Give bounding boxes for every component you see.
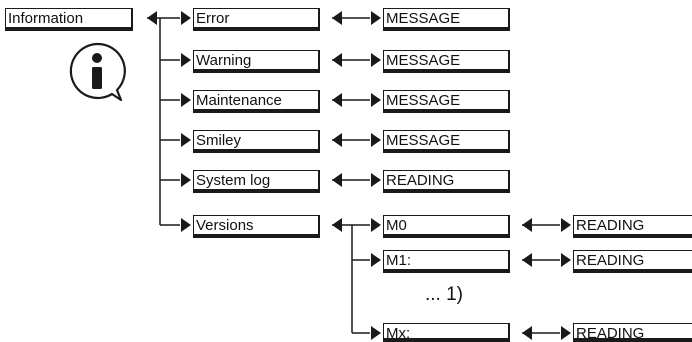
arrow-left-m1 xyxy=(522,253,532,267)
reading-label: READING xyxy=(576,252,645,269)
arrow-left-root xyxy=(147,11,157,25)
arrow-right-m1 xyxy=(371,253,381,267)
version-item-m1[interactable]: M1: xyxy=(383,250,510,273)
root-label: Information xyxy=(8,10,84,27)
reading-box-m0[interactable]: READING xyxy=(573,215,692,238)
menu-item-label: System log xyxy=(196,172,271,189)
menu-item-label: Maintenance xyxy=(196,92,282,109)
arrow-left-maintenance xyxy=(332,93,342,107)
target-box-system-log[interactable]: READING xyxy=(383,170,510,193)
arrow-right-m1-reading xyxy=(561,253,571,267)
arrow-left-warning xyxy=(332,53,342,67)
version-label: M0 xyxy=(386,217,407,234)
menu-item-system-log[interactable]: System log xyxy=(193,170,320,193)
root-information-box[interactable]: Information xyxy=(5,8,133,31)
arrow-right-m0 xyxy=(371,218,381,232)
target-label: READING xyxy=(386,172,455,189)
target-box-smiley[interactable]: MESSAGE xyxy=(383,130,510,153)
ellipsis-footnote: ... 1) xyxy=(425,284,464,305)
target-box-maintenance[interactable]: MESSAGE xyxy=(383,90,510,113)
arrow-right-error xyxy=(181,11,191,25)
target-label: MESSAGE xyxy=(386,10,461,27)
reading-box-m1[interactable]: READING xyxy=(573,250,692,273)
arrow-right-warning-target xyxy=(371,53,381,67)
arrow-left-m0 xyxy=(522,218,532,232)
arrow-right-system-log xyxy=(181,173,191,187)
arrow-right-warning xyxy=(181,53,191,67)
menu-item-warning[interactable]: Warning xyxy=(193,50,320,73)
target-label: MESSAGE xyxy=(386,132,461,149)
menu-item-error[interactable]: Error xyxy=(193,8,320,31)
arrow-left-versions xyxy=(332,218,342,232)
menu-item-label: Smiley xyxy=(196,132,242,149)
menu-item-smiley[interactable]: Smiley xyxy=(193,130,320,153)
menu-item-label: Versions xyxy=(196,217,254,234)
target-label: MESSAGE xyxy=(386,92,461,109)
menu-item-label: Error xyxy=(196,10,230,27)
target-label: MESSAGE xyxy=(386,52,461,69)
arrow-right-m0-reading xyxy=(561,218,571,232)
target-box-warning[interactable]: MESSAGE xyxy=(383,50,510,73)
arrow-left-smiley xyxy=(332,133,342,147)
version-label: Mx: xyxy=(386,325,411,342)
arrow-right-maintenance-target xyxy=(371,93,381,107)
reading-label: READING xyxy=(576,325,645,342)
menu-item-label: Warning xyxy=(196,52,252,69)
info-icon xyxy=(69,42,126,102)
arrowheads xyxy=(147,11,571,340)
reading-box-mx[interactable]: READING xyxy=(573,323,692,342)
arrow-right-smiley-target xyxy=(371,133,381,147)
arrow-right-system-log-target xyxy=(371,173,381,187)
arrow-left-system-log xyxy=(332,173,342,187)
arrow-left-error xyxy=(332,11,342,25)
menu-item-versions[interactable]: Versions xyxy=(193,215,320,238)
arrow-right-maintenance xyxy=(181,93,191,107)
arrow-right-versions xyxy=(181,218,191,232)
reading-label: READING xyxy=(576,217,645,234)
arrow-right-smiley xyxy=(181,133,191,147)
version-item-mx[interactable]: Mx: xyxy=(383,323,510,342)
arrow-right-mx xyxy=(371,326,381,340)
target-box-error[interactable]: MESSAGE xyxy=(383,8,510,31)
version-item-m0[interactable]: M0 xyxy=(383,215,510,238)
arrow-right-error-target xyxy=(371,11,381,25)
arrow-left-mx xyxy=(522,326,532,340)
version-label: M1: xyxy=(386,252,412,269)
menu-item-maintenance[interactable]: Maintenance xyxy=(193,90,320,113)
arrow-right-mx-reading xyxy=(561,326,571,340)
